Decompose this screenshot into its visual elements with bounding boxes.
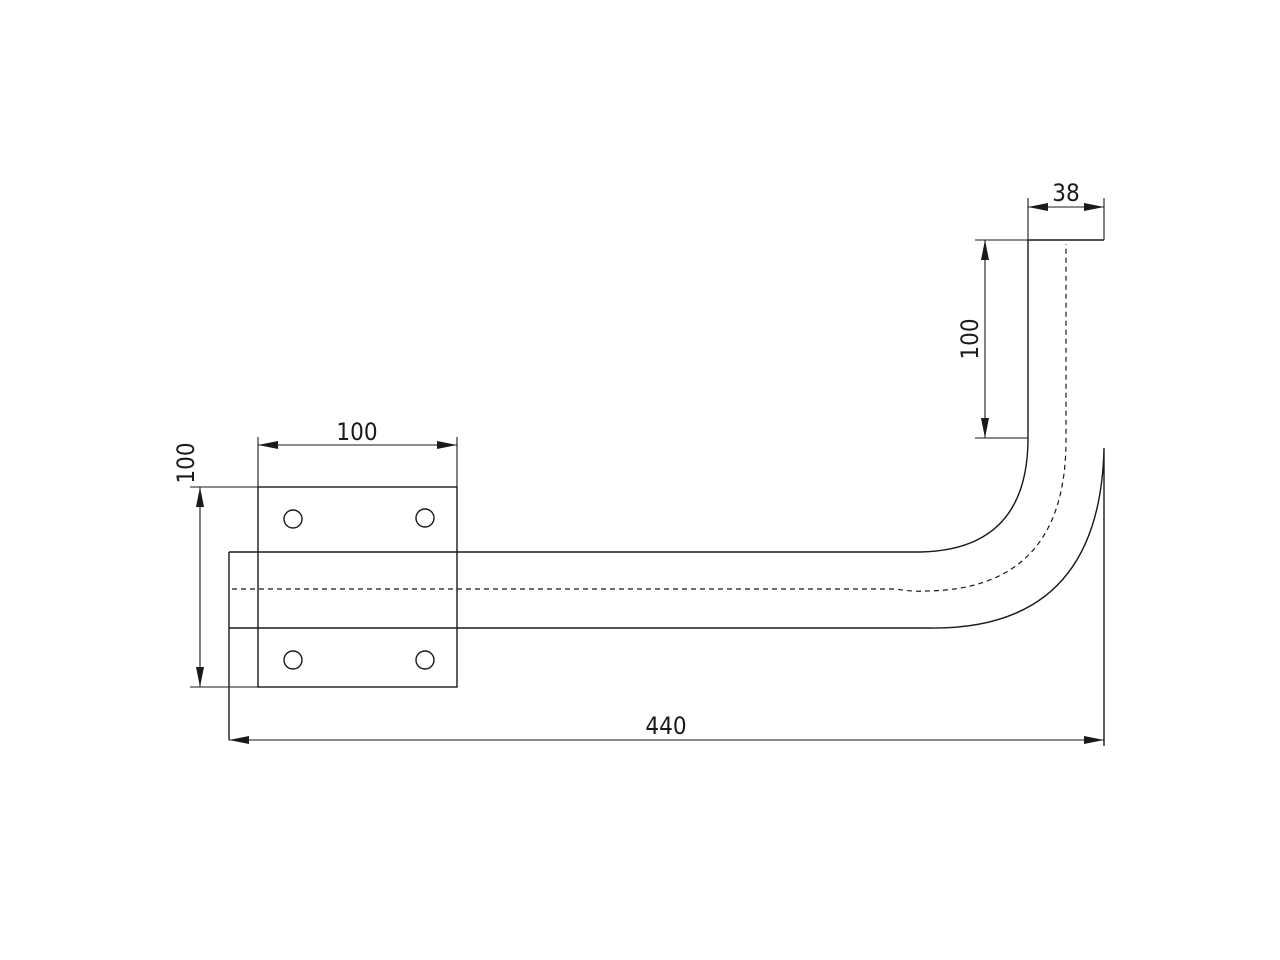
dim-plate-width-arrow-left — [258, 441, 278, 449]
dim-plate-height-arrow-bottom — [196, 667, 204, 687]
dim-38-label: 38 — [1052, 179, 1079, 207]
bolt-hole-top-left — [283, 509, 303, 529]
dim-38-arrow-right — [1084, 203, 1104, 211]
dim-overall-arrow-left — [229, 736, 249, 744]
dim-plate-height-label: 100 — [172, 442, 200, 483]
bolt-hole-top-right — [415, 508, 435, 528]
dim-overall-label: 440 — [645, 712, 686, 740]
bolt-hole-bottom-left — [283, 650, 303, 670]
tube-bottom-edge — [229, 447, 1105, 746]
dim-plate-width-label: 100 — [336, 418, 377, 446]
tube-center-line — [232, 244, 1067, 592]
dim-plate-height-arrow-top — [196, 487, 204, 507]
dim-38-arrow-left — [1028, 203, 1048, 211]
tube-top-edge — [229, 240, 1029, 553]
dim-plate-width-arrow-right — [437, 441, 457, 449]
bolt-hole-bottom-right — [415, 650, 435, 670]
dim-overall-arrow-right — [1084, 736, 1104, 744]
dim-riser-arrow-top — [981, 240, 989, 260]
dim-riser-arrow-bottom — [981, 418, 989, 438]
dim-riser-label: 100 — [956, 318, 984, 359]
mounting-plate — [257, 486, 458, 688]
